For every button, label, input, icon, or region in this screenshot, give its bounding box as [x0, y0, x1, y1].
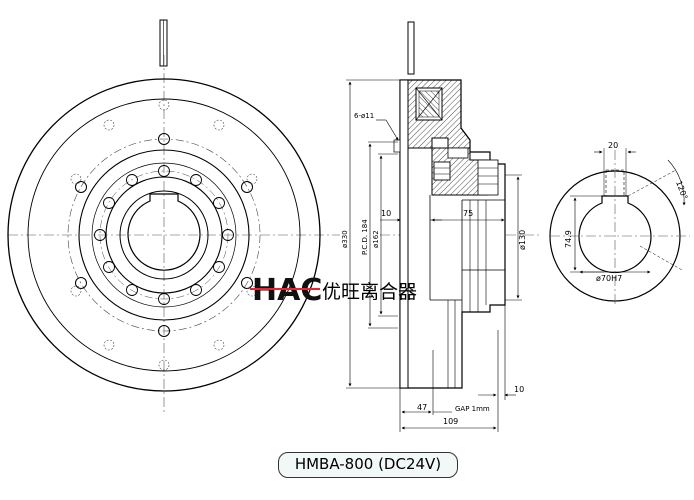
- outer-bolt-circles: [70, 99, 258, 371]
- pcd-circle: [67, 138, 261, 332]
- hub-holes: [94, 165, 234, 305]
- label-w10a: 10: [381, 209, 391, 218]
- brand-logo: HAC: [250, 273, 322, 308]
- label-pcd: P.C.D. 184: [361, 219, 369, 255]
- section-view: [380, 21, 540, 389]
- mounting-holes: [75, 133, 253, 337]
- armature-inner: [91, 162, 237, 308]
- mounting-hole: [241, 181, 253, 193]
- mounting-hole: [241, 277, 253, 289]
- spring: [447, 147, 469, 159]
- label-key120: 120°: [674, 180, 689, 201]
- bolt: [433, 161, 451, 181]
- mounting-hole: [158, 133, 170, 145]
- brand-name: 优旺离合器: [322, 281, 417, 303]
- front-view: [7, 19, 340, 415]
- hub-spline: [477, 159, 499, 196]
- armature-ring: [78, 149, 250, 321]
- section-lead-wire: [407, 21, 415, 75]
- outer-rim-inner: [27, 98, 301, 372]
- mounting-hole: [75, 181, 87, 193]
- armature-plate: [399, 79, 409, 389]
- bolt-circle-inner: [99, 170, 229, 300]
- bore-keyway: [127, 193, 201, 271]
- brand-logo-text: HAC: [252, 273, 322, 308]
- mounting-hole: [158, 325, 170, 337]
- hub-ring: [105, 176, 223, 294]
- outer-rim: [7, 78, 321, 392]
- label-d330: ø330: [341, 230, 349, 248]
- model-badge: HMBA-800 (DC24V): [278, 452, 458, 478]
- hub-inner: [119, 190, 209, 280]
- label-bore: ø70H7: [596, 274, 622, 283]
- label-w10b: 10: [514, 385, 524, 394]
- label-holes: 6-ø11: [354, 112, 374, 120]
- label-w47: 47: [417, 403, 427, 412]
- label-w109: 109: [443, 417, 458, 426]
- mounting-hole: [75, 277, 87, 289]
- section-dimensions: [346, 79, 522, 432]
- label-gap: GAP 1mm: [455, 405, 490, 413]
- label-key749: 74.9: [564, 230, 573, 248]
- label-d162: ø162: [372, 230, 380, 248]
- label-key20: 20: [608, 141, 618, 150]
- label-w75: 75: [463, 209, 473, 218]
- bore-view: [549, 148, 690, 305]
- label-d130: ø130: [518, 230, 527, 250]
